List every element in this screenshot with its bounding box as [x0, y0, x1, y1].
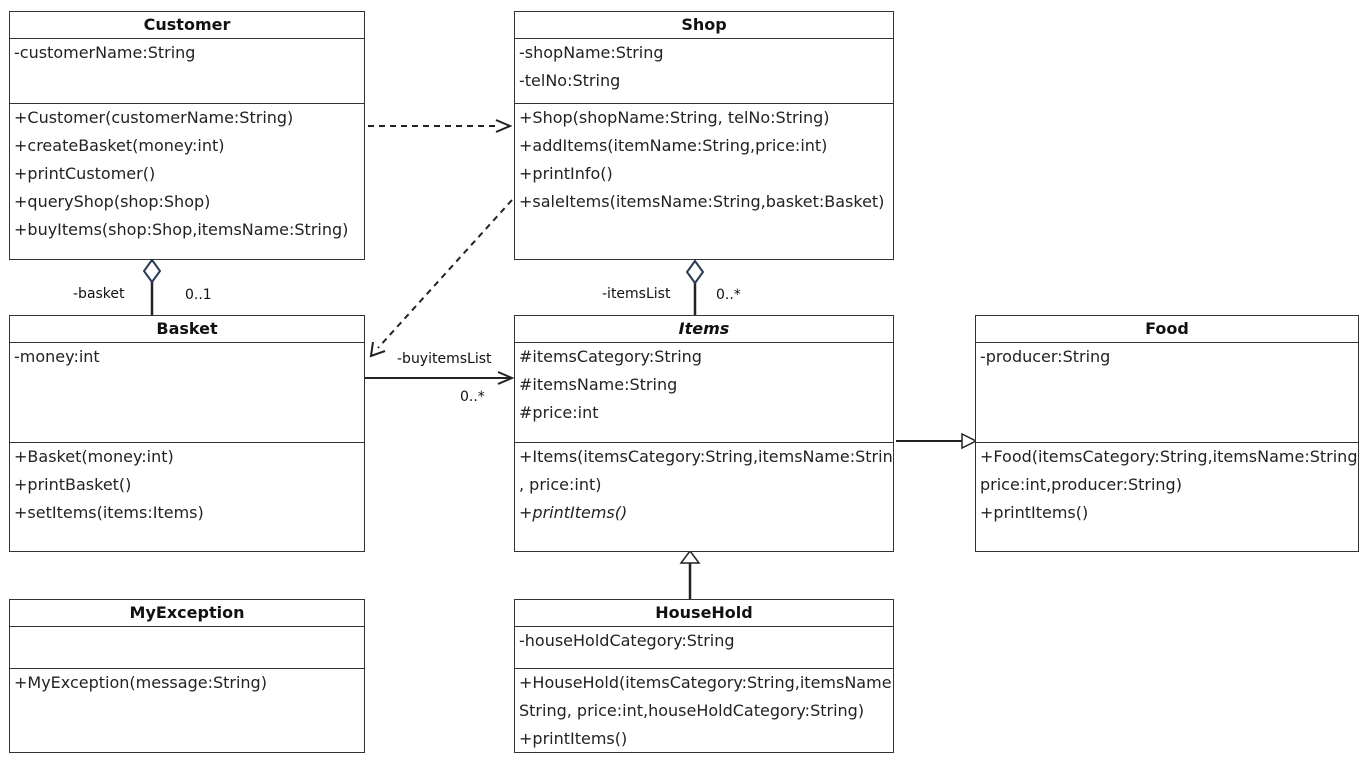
class-basket: Basket -money:int +Basket(money:int) +pri… — [9, 315, 365, 552]
attribute-line: #itemsName:String — [519, 375, 678, 394]
operation-line: +Customer(customerName:String) — [14, 108, 294, 127]
class-household-attributes: -houseHoldCategory:String — [515, 627, 893, 669]
operation-line: +buyItems(shop:Shop,itemsName:String) — [14, 220, 349, 239]
operation-line: +queryShop(shop:Shop) — [14, 192, 211, 211]
operation-line: +setItems(items:Items) — [14, 503, 204, 522]
attribute-line: -houseHoldCategory:String — [519, 631, 735, 650]
operation-line: +createBasket(money:int) — [14, 136, 225, 155]
operation-line: +Basket(money:int) — [14, 447, 174, 466]
dependency-shop-basket — [377, 199, 513, 349]
class-shop-operations: +Shop(shopName:String, telNo:String) +add… — [515, 104, 893, 217]
dependency-shop-basket-arrowhead — [369, 341, 386, 358]
class-shop-name: Shop — [515, 12, 893, 39]
label-basket-role: -basket — [73, 286, 125, 302]
class-customer-operations: +Customer(customerName:String) +createBas… — [10, 104, 364, 245]
operation-line: +MyException(message:String) — [14, 673, 267, 692]
class-items: Items #itemsCategory:String #itemsName:St… — [514, 315, 894, 552]
class-myexception-operations: +MyException(message:String) — [10, 669, 364, 698]
operation-line: +printBasket() — [14, 475, 132, 494]
class-myexception: MyException +MyException(message:String) — [9, 599, 365, 753]
aggregation-customer-diamond — [142, 258, 162, 284]
operation-line: +addItems(itemName:String,price:int) — [519, 136, 828, 155]
class-food: Food -producer:String +Food(itemsCategor… — [975, 315, 1359, 552]
attribute-line: -shopName:String — [519, 43, 664, 62]
class-food-attributes: -producer:String — [976, 343, 1358, 443]
attribute-line: -money:int — [14, 347, 100, 366]
class-customer-attributes: -customerName:String — [10, 39, 364, 104]
attribute-line: -telNo:String — [519, 71, 621, 90]
class-items-operations: +Items(itemsCategory:String,itemsName:St… — [515, 443, 893, 528]
class-myexception-name: MyException — [10, 600, 364, 627]
label-buyitems-role: -buyitemsList — [397, 351, 492, 367]
association-basket-items-arrowhead — [497, 371, 515, 385]
class-food-operations: +Food(itemsCategory:String,itemsName:Str… — [976, 443, 1358, 528]
dependency-customer-shop-arrowhead — [495, 119, 513, 133]
class-items-attributes: #itemsCategory:String #itemsName:String #p… — [515, 343, 893, 443]
operation-line: +printCustomer() — [14, 164, 156, 183]
attribute-line: #itemsCategory:String — [519, 347, 702, 366]
label-buyitems-multiplicity: 0..* — [460, 389, 485, 405]
operation-line: +Food(itemsCategory:String,itemsName:Str… — [980, 447, 1358, 466]
operation-line: +saleItems(itemsName:String,basket:Baske… — [519, 192, 885, 211]
operation-line: +Items(itemsCategory:String,itemsName:St… — [519, 447, 893, 466]
attribute-line: #price:int — [519, 403, 599, 422]
class-basket-operations: +Basket(money:int) +printBasket() +setItem… — [10, 443, 364, 528]
class-customer: Customer -customerName:String +Customer(… — [9, 11, 365, 260]
class-items-name: Items — [515, 316, 893, 343]
class-food-name: Food — [976, 316, 1358, 343]
class-household: HouseHold -houseHoldCategory:String +Hou… — [514, 599, 894, 753]
label-itemslist-multiplicity: 0..* — [716, 287, 741, 303]
class-shop-attributes: -shopName:String -telNo:String — [515, 39, 893, 104]
class-household-name: HouseHold — [515, 600, 893, 627]
class-myexception-attributes — [10, 627, 364, 669]
class-basket-attributes: -money:int — [10, 343, 364, 443]
class-basket-name: Basket — [10, 316, 364, 343]
operation-line: +printItems() — [519, 503, 628, 522]
operation-line: price:int,producer:String) — [980, 475, 1182, 494]
operation-line: +HouseHold(itemsCategory:String,itemsNam… — [519, 673, 893, 692]
operation-line: , price:int) — [519, 475, 602, 494]
generalization-food-items-triangle — [961, 432, 978, 450]
attribute-line: -customerName:String — [14, 43, 196, 62]
aggregation-shop-diamond — [685, 259, 705, 285]
attribute-line: -producer:String — [980, 347, 1111, 366]
operation-line: String, price:int,houseHoldCategory:Stri… — [519, 701, 865, 720]
operation-line: +Shop(shopName:String, telNo:String) — [519, 108, 830, 127]
generalization-household-triangle — [679, 549, 701, 564]
class-shop: Shop -shopName:String -telNo:String +Shop… — [514, 11, 894, 260]
label-itemslist-role: -itemsList — [602, 286, 671, 302]
operation-line: +printItems() — [519, 729, 628, 748]
class-customer-name: Customer — [10, 12, 364, 39]
operation-line: +printItems() — [980, 503, 1089, 522]
label-basket-multiplicity: 0..1 — [185, 287, 212, 303]
operation-line: +printInfo() — [519, 164, 613, 183]
class-household-operations: +HouseHold(itemsCategory:String,itemsNam… — [515, 669, 893, 754]
